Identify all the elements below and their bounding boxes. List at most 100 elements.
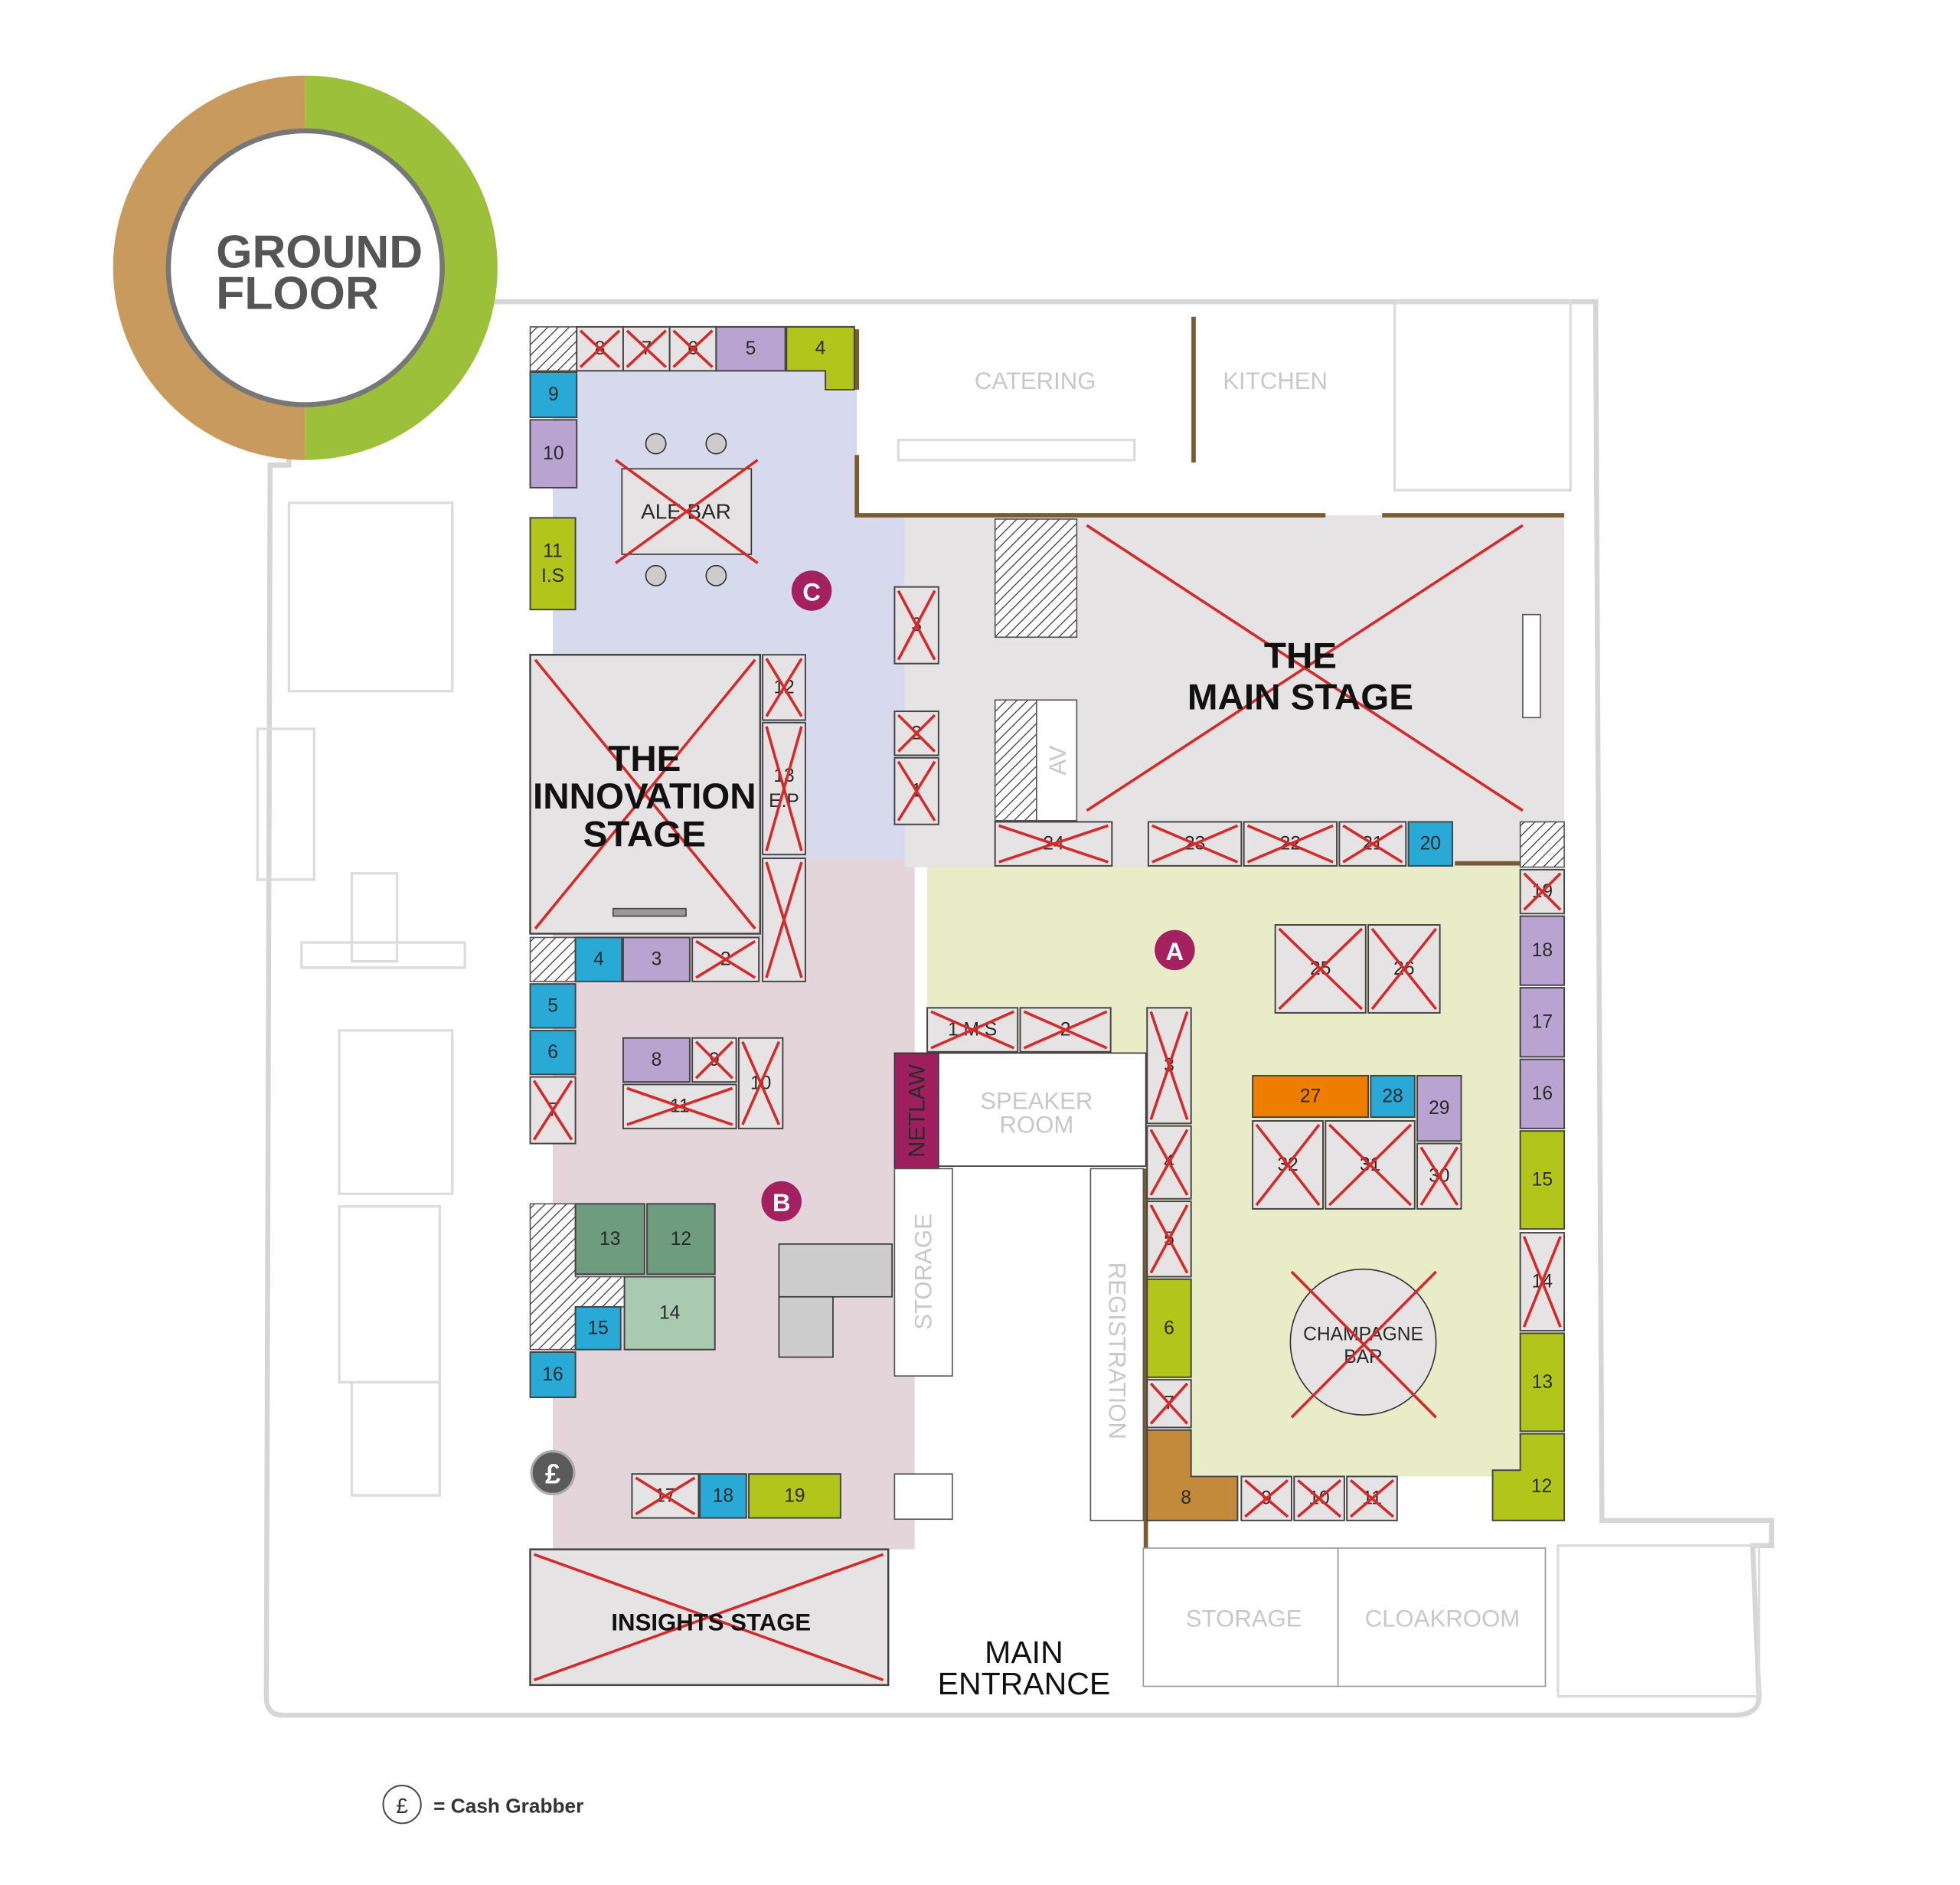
booth-a-30[interactable]: 30 — [1416, 1142, 1462, 1210]
booth-b-4[interactable]: 4 — [574, 936, 623, 982]
main-stage-label: THE — [1264, 635, 1337, 676]
booth-a-2[interactable]: 2 — [1019, 1007, 1112, 1053]
storage-room: STORAGE — [893, 1168, 953, 1377]
booth-number: 27 — [1300, 1086, 1321, 1107]
catering-room-label: CATERING — [975, 368, 1096, 394]
booth-a-8[interactable]: 8 — [1146, 1429, 1239, 1521]
booth-b-unlabeled[interactable] — [762, 858, 806, 982]
booth-a-28[interactable]: 28 — [1370, 1074, 1416, 1119]
booth-b-17[interactable]: 17 — [631, 1473, 700, 1519]
booth-number: 9 — [548, 384, 559, 405]
cloakroom: CLOAKROOM — [1337, 1547, 1547, 1687]
booth-a-11[interactable]: 11 — [1346, 1475, 1398, 1521]
booth-a-27[interactable]: 27 — [1252, 1074, 1370, 1119]
booth-c-12[interactable]: 12 — [762, 654, 806, 721]
booth-a-7[interactable]: 7 — [1146, 1379, 1192, 1429]
booth-shape — [1416, 1074, 1462, 1142]
booth-b-5[interactable]: 5 — [529, 983, 577, 1029]
booth-c-4[interactable]: 4 — [786, 325, 855, 390]
booth-c-1[interactable]: 1 — [893, 756, 939, 825]
booth-a-26[interactable]: 26 — [1367, 924, 1441, 1014]
booth-a-1-M-S[interactable]: 1 M.S — [926, 1007, 1019, 1053]
av-label: AV — [1044, 745, 1071, 775]
speaker-room-label: SPEAKER — [980, 1087, 1093, 1114]
booth-c-11[interactable]: 11I.S — [529, 517, 577, 611]
booth-c-6[interactable]: 6 — [668, 325, 717, 372]
booth-c-10[interactable]: 10 — [529, 419, 578, 488]
ale-bar[interactable]: ALE BAR — [615, 433, 759, 586]
booth-a-25[interactable]: 25 — [1274, 924, 1367, 1014]
booth-a-24[interactable]: 24 — [994, 821, 1113, 867]
booth-b-9[interactable]: 9 — [691, 1037, 737, 1083]
booth-c-3[interactable]: 3 — [893, 586, 939, 665]
registration-desk: REGISTRATION — [1089, 1168, 1145, 1521]
booth-a-14[interactable]: 14 — [1519, 1232, 1566, 1332]
innovation-stage[interactable]: THE INNOVATION STAGE — [529, 653, 762, 935]
insights-stage[interactable]: INSIGHTS STAGE — [529, 1548, 890, 1687]
booth-a-10[interactable]: 10 — [1293, 1475, 1345, 1521]
booth-a-17[interactable]: 17 — [1519, 987, 1566, 1058]
booth-shape — [529, 1351, 577, 1399]
booth-b-10[interactable]: 10 — [737, 1037, 784, 1129]
booth-b-8[interactable]: 8 — [622, 1037, 691, 1083]
booth-shape — [646, 1203, 716, 1276]
booth-a-16[interactable]: 16 — [1519, 1058, 1566, 1129]
booth-number: 13 — [773, 766, 794, 786]
booth-a-32[interactable]: 32 — [1252, 1120, 1324, 1210]
booth-b-14[interactable]: 14 — [623, 1276, 716, 1351]
booth-b-11[interactable]: 11 — [622, 1083, 737, 1129]
booth-a-13[interactable]: 13 — [1519, 1332, 1566, 1433]
booth-a-15[interactable]: 15 — [1519, 1130, 1566, 1230]
booth-shape — [1407, 821, 1454, 867]
booth-c-5[interactable]: 5 — [715, 325, 786, 372]
booth-b-18[interactable]: 18 — [699, 1473, 747, 1519]
booth-c-9[interactable]: 9 — [529, 371, 578, 419]
booth-a-31[interactable]: 31 — [1325, 1120, 1416, 1210]
booth-shape — [699, 1473, 747, 1519]
booth-a-20[interactable]: 20 — [1407, 821, 1454, 867]
booth-a-19[interactable]: 19 — [1519, 868, 1566, 915]
booth-b-15[interactable]: 15 — [574, 1305, 622, 1351]
booths: 876591011I.S3211213E.P432567891011131214… — [529, 325, 1566, 1521]
storage-label: STORAGE — [910, 1214, 937, 1330]
booth-shape — [574, 936, 623, 982]
booth-c-2[interactable]: 2 — [893, 711, 939, 756]
booth-b-3[interactable]: 3 — [622, 936, 691, 982]
booth-b-7[interactable]: 7 — [529, 1076, 577, 1145]
cash-grabber-marker[interactable]: £ — [530, 1449, 576, 1496]
staircase — [778, 1243, 893, 1358]
insights-stage-label: INSIGHTS STAGE — [611, 1609, 811, 1635]
booth-a-6[interactable]: 6 — [1146, 1278, 1192, 1378]
booth-shape — [529, 517, 577, 611]
booth-a-3[interactable]: 3 — [1146, 1007, 1192, 1125]
main-stage[interactable]: AV THE MAIN STAGE — [994, 518, 1541, 822]
booth-b-6[interactable]: 6 — [529, 1029, 577, 1076]
booth-b-12[interactable]: 12 — [646, 1203, 716, 1276]
booth-a-18[interactable]: 18 — [1519, 915, 1566, 986]
netlaw-booth[interactable]: NETLAW — [893, 1052, 939, 1170]
booth-shape — [1519, 987, 1566, 1058]
storage-bottom-room: STORAGE — [1142, 1547, 1339, 1687]
booth-b-2[interactable]: 2 — [691, 936, 760, 982]
zone-label: C — [802, 578, 821, 606]
booth-c-7[interactable]: 7 — [622, 325, 671, 372]
booth-a-4[interactable]: 4 — [1146, 1125, 1192, 1200]
champagne-bar[interactable]: CHAMPAGNE BAR — [1289, 1268, 1437, 1419]
booth-b-13[interactable]: 13 — [574, 1203, 645, 1276]
booth-a-5[interactable]: 5 — [1146, 1201, 1192, 1278]
champagne-bar-label: CHAMPAGNE — [1303, 1325, 1423, 1345]
cloakroom-label: CLOAKROOM — [1365, 1605, 1521, 1632]
booth-b-19[interactable]: 19 — [748, 1473, 841, 1519]
booth-a-23[interactable]: 23 — [1147, 821, 1243, 867]
booth-a-22[interactable]: 22 — [1243, 821, 1338, 867]
booth-shape — [1252, 1074, 1370, 1119]
booth-a-12[interactable]: 12 — [1491, 1433, 1566, 1521]
booth-c-8[interactable]: 8 — [576, 325, 624, 372]
booth-b-16[interactable]: 16 — [529, 1351, 577, 1399]
booth-shape — [622, 1037, 691, 1083]
booth-a-21[interactable]: 21 — [1338, 821, 1407, 867]
booth-c-13[interactable]: 13E.P — [762, 721, 806, 856]
booth-a-9[interactable]: 9 — [1240, 1475, 1292, 1521]
booth-shape — [1146, 1278, 1192, 1378]
booth-a-29[interactable]: 29 — [1416, 1074, 1462, 1142]
